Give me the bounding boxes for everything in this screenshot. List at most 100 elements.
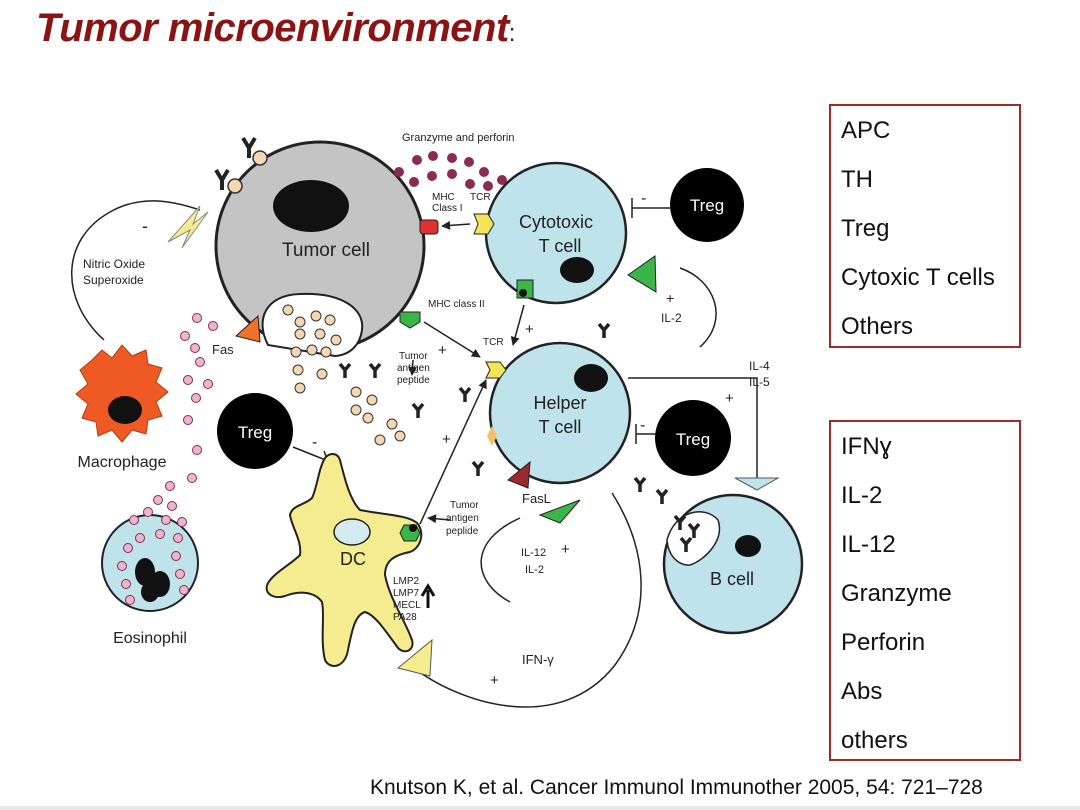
antigen-particle bbox=[314, 328, 326, 340]
antigen-particle bbox=[292, 364, 304, 376]
tumor-antigen-2-line1: Tumor bbox=[450, 500, 479, 511]
cytotoxic-label-1: Cytotoxic bbox=[519, 212, 593, 232]
legend-item: Granzyme bbox=[841, 580, 952, 607]
antigen-particle bbox=[294, 316, 306, 328]
il5-label: IL-5 bbox=[749, 375, 770, 389]
antibody-icon bbox=[597, 322, 611, 338]
diagram-labels: Granzyme and perforin MHC Class I TCR MH… bbox=[83, 132, 770, 689]
citation: Knutson K, et al. Cancer Immunol Immunot… bbox=[370, 776, 983, 799]
minus-macrophage: - bbox=[142, 216, 148, 236]
granule-particle bbox=[161, 515, 171, 525]
eosinophil-label: Eosinophil bbox=[113, 630, 187, 647]
helper-label-1: Helper bbox=[533, 393, 586, 413]
granule-particle bbox=[192, 313, 202, 323]
treg-middle: Treg bbox=[655, 400, 731, 476]
granule-particle bbox=[177, 517, 187, 527]
granule-particle bbox=[165, 481, 175, 491]
il4-label: IL-4 bbox=[749, 359, 770, 373]
antibody-icon bbox=[687, 522, 701, 538]
granule-particle bbox=[208, 321, 218, 331]
perforin-particle bbox=[483, 181, 493, 191]
b-cell: B cell bbox=[662, 493, 804, 635]
particles bbox=[117, 151, 507, 605]
plus-7: + bbox=[490, 672, 499, 689]
antigen-particle bbox=[294, 382, 306, 394]
granule-particle bbox=[180, 331, 190, 341]
tumor-cell-label: Tumor cell bbox=[282, 240, 370, 261]
il2-arrowhead bbox=[627, 255, 657, 293]
tumor-antigen-2-line3: peplide bbox=[446, 526, 479, 537]
antibody-icon bbox=[368, 362, 382, 378]
superoxide-label: Superoxide bbox=[83, 273, 144, 287]
granule-particle bbox=[203, 379, 213, 389]
granule-particle bbox=[129, 515, 139, 525]
legend-item: Others bbox=[841, 313, 914, 340]
granule-particle bbox=[121, 579, 131, 589]
footer-bar bbox=[0, 806, 1080, 810]
granule-particle bbox=[191, 393, 201, 403]
plus-3: + bbox=[438, 342, 447, 359]
legend-item: Abs bbox=[841, 678, 883, 705]
plus-2: + bbox=[525, 321, 534, 338]
antibody-icon bbox=[679, 536, 693, 552]
granule-particle bbox=[190, 343, 200, 353]
minus-treg-left: - bbox=[312, 434, 317, 451]
granule-particle bbox=[175, 569, 185, 579]
plus-1: + bbox=[666, 290, 674, 306]
minus-treg-mid: - bbox=[640, 417, 645, 434]
dc-label: DC bbox=[340, 549, 366, 569]
fas-label: Fas bbox=[212, 342, 234, 357]
treg-top: Treg bbox=[670, 168, 744, 242]
mhc-class2-label: MHC class II bbox=[428, 299, 485, 310]
antibody-icon bbox=[655, 488, 669, 504]
granule-particle bbox=[192, 445, 202, 455]
macrophage-label: Macrophage bbox=[78, 454, 167, 471]
proteasome-up-arrow bbox=[420, 583, 436, 608]
legend-item: others bbox=[841, 727, 908, 754]
slide-title-text: Tumor microenvironment bbox=[36, 6, 509, 50]
perforin-particle bbox=[409, 177, 419, 187]
antigen-particle bbox=[320, 346, 332, 358]
granule-particle bbox=[135, 533, 145, 543]
tumor-cell: Tumor cell bbox=[214, 140, 426, 358]
granule-particle bbox=[183, 415, 193, 425]
granule-particle bbox=[173, 533, 183, 543]
lmp2-label: LMP2 bbox=[393, 576, 420, 587]
macrophage: Macrophage bbox=[75, 344, 169, 471]
antibody-icon bbox=[458, 386, 472, 402]
il2-low-label: IL-2 bbox=[525, 564, 544, 576]
arrows bbox=[71, 200, 758, 708]
antigen-particle bbox=[374, 434, 386, 446]
mhc-class1-label-b: Class I bbox=[432, 203, 463, 214]
b-cell-label: B cell bbox=[710, 569, 754, 589]
eosinophil: Eosinophil bbox=[101, 514, 199, 647]
antibody-icon bbox=[338, 362, 352, 378]
tumor-surface-receptors bbox=[214, 136, 268, 194]
antigen-particle bbox=[394, 430, 406, 442]
treg-top-label: Treg bbox=[690, 196, 724, 215]
antibodies bbox=[338, 322, 701, 552]
ifn-gamma-label: IFN-γ bbox=[522, 652, 554, 667]
antigen-particle bbox=[306, 344, 318, 356]
perforin-particle bbox=[447, 153, 457, 163]
slide-title-colon: : bbox=[508, 20, 516, 47]
legend-item: Treg bbox=[841, 215, 890, 242]
granule-particle bbox=[117, 561, 127, 571]
legend-item: IL-2 bbox=[841, 482, 883, 509]
granule-particle bbox=[153, 495, 163, 505]
plus-6: + bbox=[561, 541, 570, 558]
granzyme-perforin-label: Granzyme and perforin bbox=[402, 132, 515, 144]
treg-middle-label: Treg bbox=[676, 430, 710, 449]
granule-particle bbox=[187, 473, 197, 483]
helper-t-cell: Helper T cell bbox=[488, 341, 632, 485]
il12-label: IL-12 bbox=[521, 547, 546, 559]
legend-item: APC bbox=[841, 117, 891, 144]
mecl-label: MECL bbox=[393, 600, 421, 611]
tcr-top-label: TCR bbox=[470, 192, 491, 203]
antigen-particle bbox=[316, 368, 328, 380]
tumor-antigen-1-line1: Tumor bbox=[399, 351, 428, 362]
perforin-particle bbox=[479, 167, 489, 177]
